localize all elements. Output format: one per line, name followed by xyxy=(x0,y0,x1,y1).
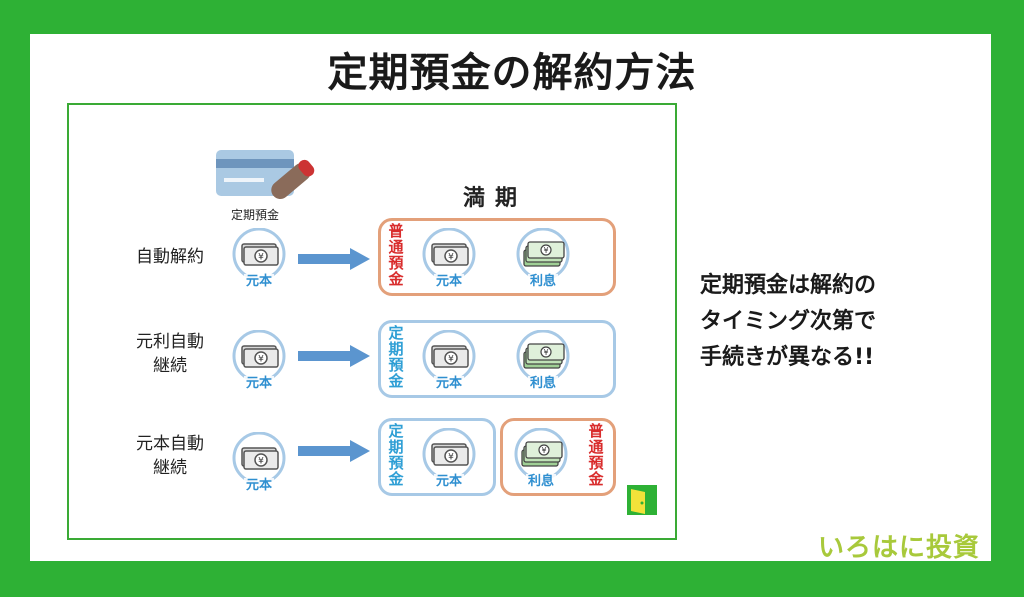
svg-text:¥: ¥ xyxy=(448,453,454,463)
brand-logo: いろはに投資 xyxy=(818,533,981,563)
principal-coin-icon: ¥ 元本 xyxy=(230,432,288,493)
ordinary-deposit-label: 普通預金 xyxy=(588,422,604,488)
side-message-line: 定期預金は解約の xyxy=(700,273,877,298)
side-message-line: 手続きが異なる!! xyxy=(700,345,875,370)
time-deposit-label: 定期預金 xyxy=(388,324,404,390)
result-box-ordinary xyxy=(378,218,616,296)
svg-text:¥: ¥ xyxy=(258,253,264,263)
side-message-line: タイミング次第で xyxy=(700,309,877,334)
svg-text:¥: ¥ xyxy=(448,253,454,263)
svg-text:¥: ¥ xyxy=(258,355,264,365)
result-box-time-deposit xyxy=(378,418,496,496)
page-title: 定期預金の解約方法 xyxy=(327,50,697,96)
arrow-right-icon xyxy=(298,345,370,367)
side-message: 定期預金は解約の タイミング次第で 手続きが異なる!! xyxy=(700,268,1000,376)
time-deposit-label: 定期預金 xyxy=(388,422,404,488)
arrow-right-icon xyxy=(298,248,370,270)
maturity-label: 満期 xyxy=(462,186,527,211)
principal-coin-icon: ¥ 元本 xyxy=(420,428,478,489)
svg-text:¥: ¥ xyxy=(543,348,548,357)
arrow-right-icon xyxy=(298,440,370,462)
interest-cash-icon: ¥ 利息 xyxy=(512,428,570,489)
svg-text:¥: ¥ xyxy=(258,457,264,467)
row-label-principal-renew: 元本自動 継続 xyxy=(136,434,204,478)
ordinary-deposit-label: 普通預金 xyxy=(388,222,404,288)
svg-text:¥: ¥ xyxy=(448,355,454,365)
principal-coin-icon: ¥ 元本 xyxy=(420,330,478,391)
card-label: 定期預金 xyxy=(230,208,279,222)
interest-cash-icon: ¥ 利息 xyxy=(514,228,572,289)
principal-coin-icon: ¥ 元本 xyxy=(420,228,478,289)
principal-coin-icon: ¥ 元本 xyxy=(230,330,288,391)
principal-coin-icon: ¥ 元本 xyxy=(230,228,288,289)
svg-text:¥: ¥ xyxy=(543,246,548,255)
row-label-auto-cancel: 自動解約 xyxy=(136,247,204,267)
svg-text:¥: ¥ xyxy=(541,446,546,455)
door-logo-icon xyxy=(627,485,657,515)
row-label-principal-interest-renew: 元利自動 継続 xyxy=(136,332,204,376)
result-box-ordinary xyxy=(500,418,616,496)
result-box-time-deposit xyxy=(378,320,616,398)
interest-cash-icon: ¥ 利息 xyxy=(514,330,572,391)
